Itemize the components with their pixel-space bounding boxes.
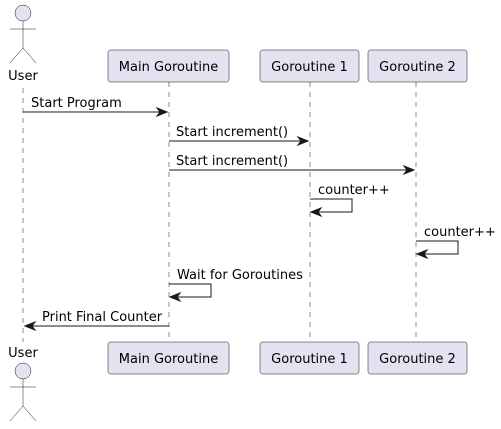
actor-user-bottom: User — [8, 346, 38, 422]
message-arrow-line — [169, 283, 212, 298]
participant-box — [107, 49, 230, 83]
participant-goroutine-1-top: Goroutine 1 — [259, 49, 360, 83]
participant-box — [259, 341, 360, 375]
participant-main-goroutine-bottom: Main Goroutine — [107, 341, 230, 375]
arrowhead-icon — [168, 291, 182, 303]
participant-label: Goroutine 1 — [271, 60, 348, 75]
message-arrow-line — [310, 198, 353, 213]
message-print-final-counter: Print Final Counter — [23, 310, 169, 332]
actor-head-icon — [14, 362, 32, 380]
participant-box — [107, 341, 230, 375]
participant-goroutine-2-bottom: Goroutine 2 — [367, 341, 468, 375]
message-label: counter++ — [318, 183, 390, 198]
actor-head-icon — [14, 4, 32, 22]
participant-box — [259, 49, 360, 83]
arrowhead-icon — [309, 206, 323, 218]
actor-body-icon — [9, 21, 37, 64]
participant-label: Goroutine 2 — [379, 352, 456, 367]
message-start-increment-g2: Start increment() — [169, 154, 416, 176]
message-wait-for-goroutines: Wait for Goroutines — [168, 268, 303, 303]
participant-label: Main Goroutine — [119, 60, 218, 75]
message-label: Wait for Goroutines — [177, 268, 303, 283]
participant-box — [367, 341, 468, 375]
message-label: counter++ — [424, 225, 496, 240]
arrowhead-icon — [23, 320, 37, 332]
message-counter-increment-g2: counter++ — [415, 225, 496, 260]
message-arrow-line — [416, 240, 459, 255]
actor-user-top: User — [8, 4, 38, 84]
message-start-program: Start Program — [23, 96, 169, 118]
message-label: Start Program — [31, 96, 122, 111]
message-label: Print Final Counter — [42, 310, 163, 325]
message-label: Start increment() — [176, 154, 288, 169]
message-start-increment-g1: Start increment() — [169, 125, 310, 147]
participant-label: Main Goroutine — [119, 352, 218, 367]
arrowhead-icon — [296, 135, 310, 147]
participant-label: User — [8, 346, 38, 361]
participant-label: Goroutine 2 — [379, 60, 456, 75]
actor-body-icon — [9, 379, 37, 422]
participant-goroutine-1-bottom: Goroutine 1 — [259, 341, 360, 375]
message-counter-increment-g1: counter++ — [309, 183, 390, 218]
arrowhead-icon — [155, 106, 169, 118]
participant-goroutine-2-top: Goroutine 2 — [367, 49, 468, 83]
arrowhead-icon — [415, 248, 429, 260]
arrowhead-icon — [402, 164, 416, 176]
message-label: Start increment() — [176, 125, 288, 140]
participant-label: User — [8, 69, 38, 84]
participant-main-goroutine-top: Main Goroutine — [107, 49, 230, 83]
participant-label: Goroutine 1 — [271, 352, 348, 367]
participant-box — [367, 49, 468, 83]
